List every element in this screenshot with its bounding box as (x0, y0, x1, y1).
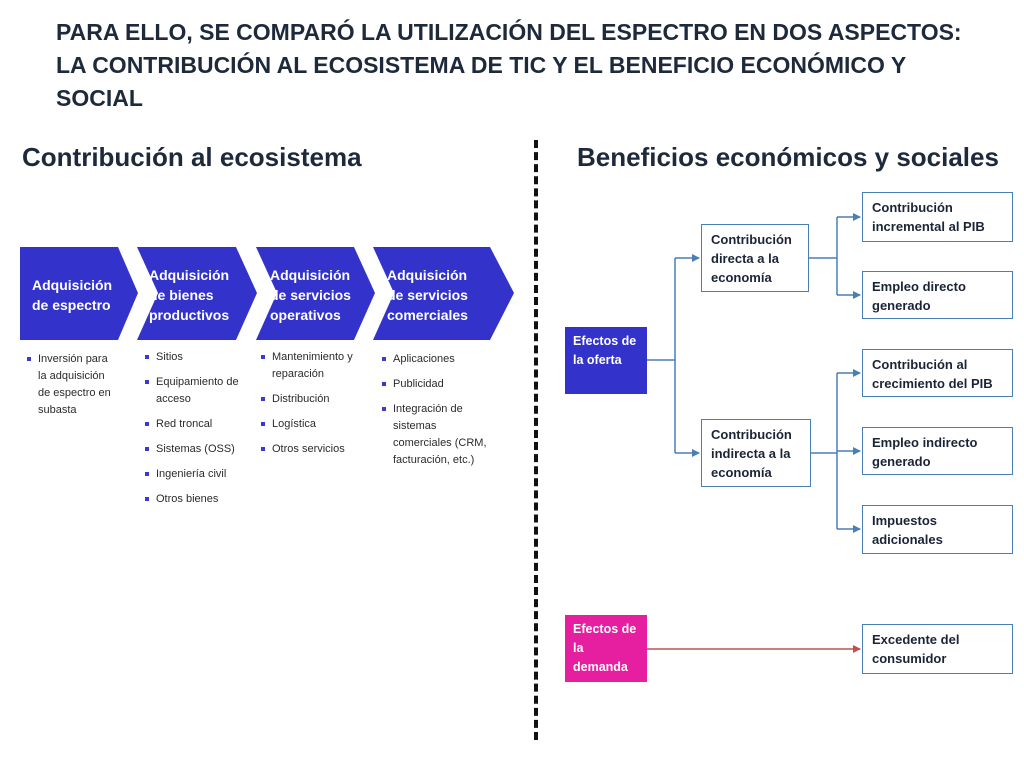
incremental-gdp-box: Contribución incremental al PIB (862, 192, 1013, 242)
right-section-heading: Beneficios económicos y sociales (577, 142, 999, 172)
bullet-item: Aplicaciones (382, 351, 497, 368)
chevron-label-operations: Adquisición de servicios operativos (270, 267, 351, 323)
bullet-item: Sitios (145, 349, 245, 366)
bullet-item: Red troncal (145, 416, 245, 433)
bullets-spectrum: Inversión para la adquisición de espectr… (27, 351, 113, 427)
indirect-contribution-box: Contribución indirecta a la economía (701, 419, 811, 487)
chevron-acquisition-spectrum (20, 247, 138, 340)
bullets-goods: Sitios Equipamiento de acceso Red tronca… (145, 349, 245, 516)
page-title: PARA ELLO, SE COMPARÓ LA UTILIZACIÓN DEL… (56, 19, 962, 111)
supply-effects-box: Efectos de la oferta (565, 327, 647, 394)
bullet-item: Sistemas (OSS) (145, 441, 245, 458)
consumer-surplus-box: Excedente del consumidor (862, 624, 1013, 674)
chevron-label-goods: Adquisición de bienes productivos (149, 267, 230, 323)
indirect-employment-box: Empleo indirecto generado (862, 427, 1013, 475)
chevron-acquisition-goods (137, 247, 257, 340)
bullet-item: Publicidad (382, 376, 497, 393)
chevron-acquisition-commercial (373, 247, 514, 340)
bullet-item: Otros bienes (145, 491, 245, 508)
bullet-item: Otros servicios (261, 441, 361, 458)
chevron-acquisition-operations (256, 247, 375, 340)
chevron-label-spectrum: Adquisición de espectro (32, 277, 113, 313)
left-section-heading: Contribución al ecosistema (22, 142, 362, 172)
bullet-item: Mantenimiento y reparación (261, 349, 361, 383)
gdp-growth-box: Contribución al crecimiento del PIB (862, 349, 1013, 397)
chevron-label-commercial: Adquisición de servicios comerciales (387, 267, 468, 323)
bullet-item: Integración de sistemas comerciales (CRM… (382, 401, 497, 469)
bullet-item: Equipamiento de acceso (145, 374, 245, 408)
bullet-item: Ingeniería civil (145, 466, 245, 483)
bullet-item: Inversión para la adquisición de espectr… (27, 351, 113, 419)
demand-effects-box: Efectos de la demanda (565, 615, 647, 682)
direct-contribution-box: Contribución directa a la economía (701, 224, 809, 292)
bullet-item: Distribución (261, 391, 361, 408)
bullet-item: Logística (261, 416, 361, 433)
additional-taxes-box: Impuestos adicionales (862, 505, 1013, 554)
direct-employment-box: Empleo directo generado (862, 271, 1013, 319)
section-divider (534, 140, 538, 740)
bullets-commercial: Aplicaciones Publicidad Integración de s… (382, 351, 497, 477)
bullets-operations: Mantenimiento y reparación Distribución … (261, 349, 361, 466)
